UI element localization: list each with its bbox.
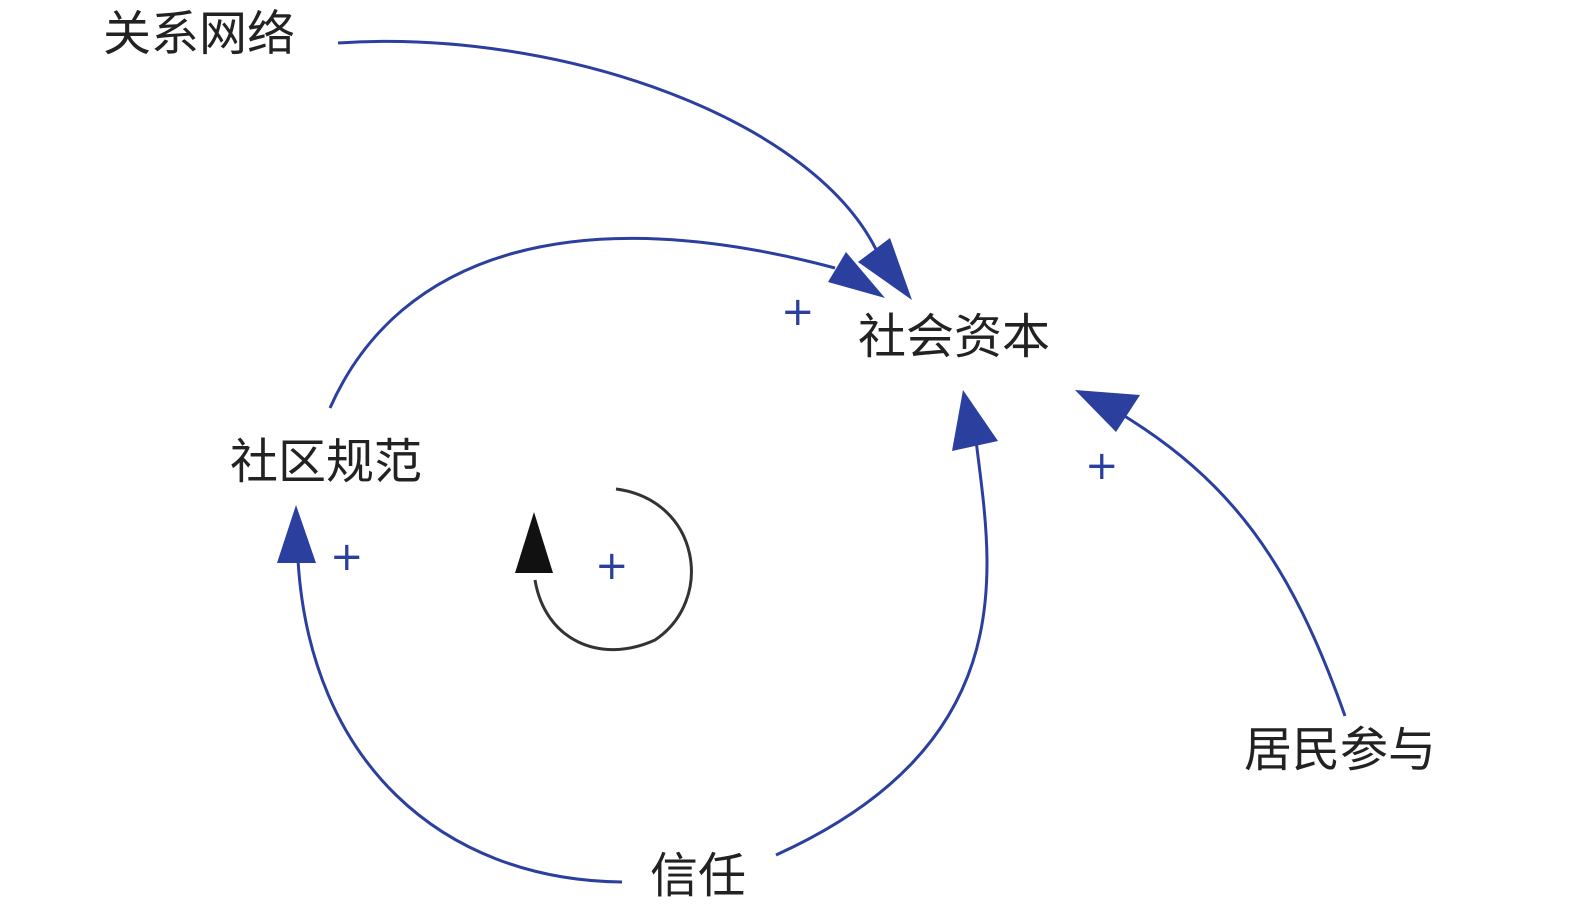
node-shequ-guifan: 社区规范 bbox=[230, 434, 423, 490]
node-guanxi-wangluo: 关系网络 bbox=[103, 6, 296, 62]
arrowhead-jumin-to-shehui bbox=[1075, 390, 1140, 432]
polarity-loop: + bbox=[595, 543, 629, 589]
reinforcing-loop-arrow bbox=[533, 487, 693, 652]
node-xinren: 信任 bbox=[650, 848, 747, 904]
arrowhead-shequ-to-shehui bbox=[828, 252, 885, 298]
link-guanxi-to-shehui bbox=[337, 39, 882, 259]
loop-arrowhead bbox=[515, 512, 553, 573]
link-shequ-to-shehui bbox=[328, 236, 836, 409]
polarity-xinren-to-shequ: + bbox=[330, 534, 364, 580]
node-jumin-canyu: 居民参与 bbox=[1244, 722, 1437, 778]
link-jumin-to-shehui bbox=[1117, 410, 1347, 717]
link-xinren-to-shequ bbox=[296, 559, 623, 884]
link-xinren-to-shehui bbox=[775, 439, 989, 857]
polarity-jumin-to-shehui: + bbox=[1085, 443, 1119, 489]
arrowhead-xinren-to-shehui bbox=[952, 390, 998, 451]
arrowhead-xinren-to-shequ bbox=[277, 505, 316, 563]
node-shehui-ziben: 社会资本 bbox=[858, 309, 1051, 365]
arrowhead-guanxi-to-shehui bbox=[858, 238, 912, 300]
polarity-shequ-to-shehui: + bbox=[781, 289, 815, 335]
